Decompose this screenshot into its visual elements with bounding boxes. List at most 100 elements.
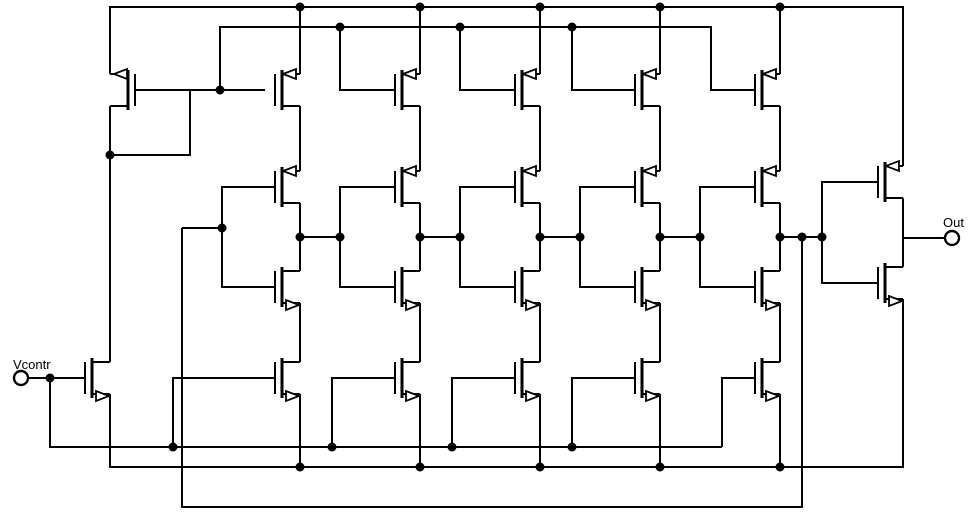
junction-dot [775,2,785,12]
junction-dot [168,442,178,452]
junction-dot [455,232,465,242]
junction-dot [447,442,457,452]
nmos-arrow-icon [765,389,782,403]
vcontr-label: Vcontr [13,357,51,372]
junction-dot [415,2,425,12]
junction-dot [775,232,785,242]
pmos-output-buffer [877,159,903,202]
pmos-current-source-stage4 [634,67,660,110]
nmos-arrow-icon [285,389,302,403]
nmos-inverter-stage1 [274,267,302,312]
nmos-arrow-icon [285,298,302,312]
pmos-mirror-reference [110,67,136,110]
junction-dot [415,232,425,242]
wire-sink-gate-stage2 [331,377,395,447]
wire-sink-gate-stage5 [721,377,755,447]
nmos-arrow-icon [405,298,422,312]
pmos-arrow-icon [280,164,297,178]
nmos-arrow-icon [645,298,662,312]
pmos-inverter-stage5 [754,164,780,207]
pmos-arrow-icon [640,67,657,81]
wire-pbias-drop-stage4 [571,27,635,91]
wire-pbias-drop-stage2 [339,27,395,91]
wire-gnd-rail [109,299,904,468]
pmos-arrow-icon [520,67,537,81]
junction-dot [655,2,665,12]
wire-pbias-drop-stage3 [459,27,515,91]
junction-dot [655,462,665,472]
nmos-output-buffer [877,263,905,308]
junction-dot [455,22,465,32]
pmos-arrow-icon [760,67,777,81]
vcontr-terminal [12,369,30,387]
junction-dot [817,232,827,242]
wire-input-stage5 [699,186,755,288]
pmos-arrow-icon [400,67,417,81]
junction-dot [327,442,337,452]
junction-dot [217,223,227,233]
nmos-arrow-icon [888,294,905,308]
nmos-inverter-stage4 [634,267,662,312]
pmos-current-source-stage2 [394,67,420,110]
nmos-arrow-icon [765,298,782,312]
pmos-current-source-stage5 [754,67,780,110]
junction-dot [535,462,545,472]
pmos-inverter-stage3 [514,164,540,207]
pmos-arrow-icon [400,164,417,178]
wire-sink-gate-stage1 [172,377,275,447]
nmos-arrow-icon [525,298,542,312]
junction-dot [575,232,585,242]
junction-dot [335,232,345,242]
wire-pbias-diode-loop [110,90,191,156]
pmos-arrow-icon [111,67,128,81]
out-terminal [943,229,961,247]
nmos-arrow-icon [645,389,662,403]
junction-dot [295,232,305,242]
pmos-arrow-icon [883,159,900,173]
junction-dot [335,22,345,32]
nmos-arrow-icon [405,389,422,403]
junction-dot [695,232,705,242]
junction-dot [295,2,305,12]
junction-dot [655,232,665,242]
out-label: Out [943,215,964,230]
pmos-inverter-stage1 [274,164,300,207]
nmos-inverter-stage5 [754,267,782,312]
junction-dot [45,373,55,383]
wire-nbias-rail [49,378,722,448]
nmos-current-sink-stage3 [514,358,542,403]
junction-dot [415,462,425,472]
nmos-inverter-stage3 [514,267,542,312]
junction-dot [775,462,785,472]
wire-feedback-loop [181,228,803,508]
wire-input-stage3 [459,186,515,288]
wire-sink-gate-stage3 [451,377,515,447]
pmos-arrow-icon [520,164,537,178]
junction-dot [567,22,577,32]
pmos-inverter-stage2 [394,164,420,207]
pmos-arrow-icon [760,164,777,178]
junction-dot [215,85,225,95]
wire-pbias-rail [219,26,755,91]
pmos-inverter-stage4 [634,164,660,207]
wire-sink-gate-stage4 [571,377,635,447]
junction-dot [567,442,577,452]
junction-dot [295,462,305,472]
nmos-current-sink-stage1 [274,358,302,403]
wire-input-stage4 [579,186,635,288]
wire-input-stage2 [339,186,395,288]
pmos-current-source-stage1 [274,67,300,110]
nmos-current-sink-stage5 [754,358,782,403]
nmos-current-sink-stage2 [394,358,422,403]
pmos-arrow-icon [280,67,297,81]
nmos-vcontr-input [84,358,112,403]
wire-input-stage1 [221,186,275,288]
nmos-arrow-icon [525,389,542,403]
junction-dot [797,232,807,242]
nmos-current-sink-stage4 [634,358,662,403]
junction-dot [535,232,545,242]
junction-dot [535,2,545,12]
pmos-arrow-icon [640,164,657,178]
nmos-inverter-stage2 [394,267,422,312]
